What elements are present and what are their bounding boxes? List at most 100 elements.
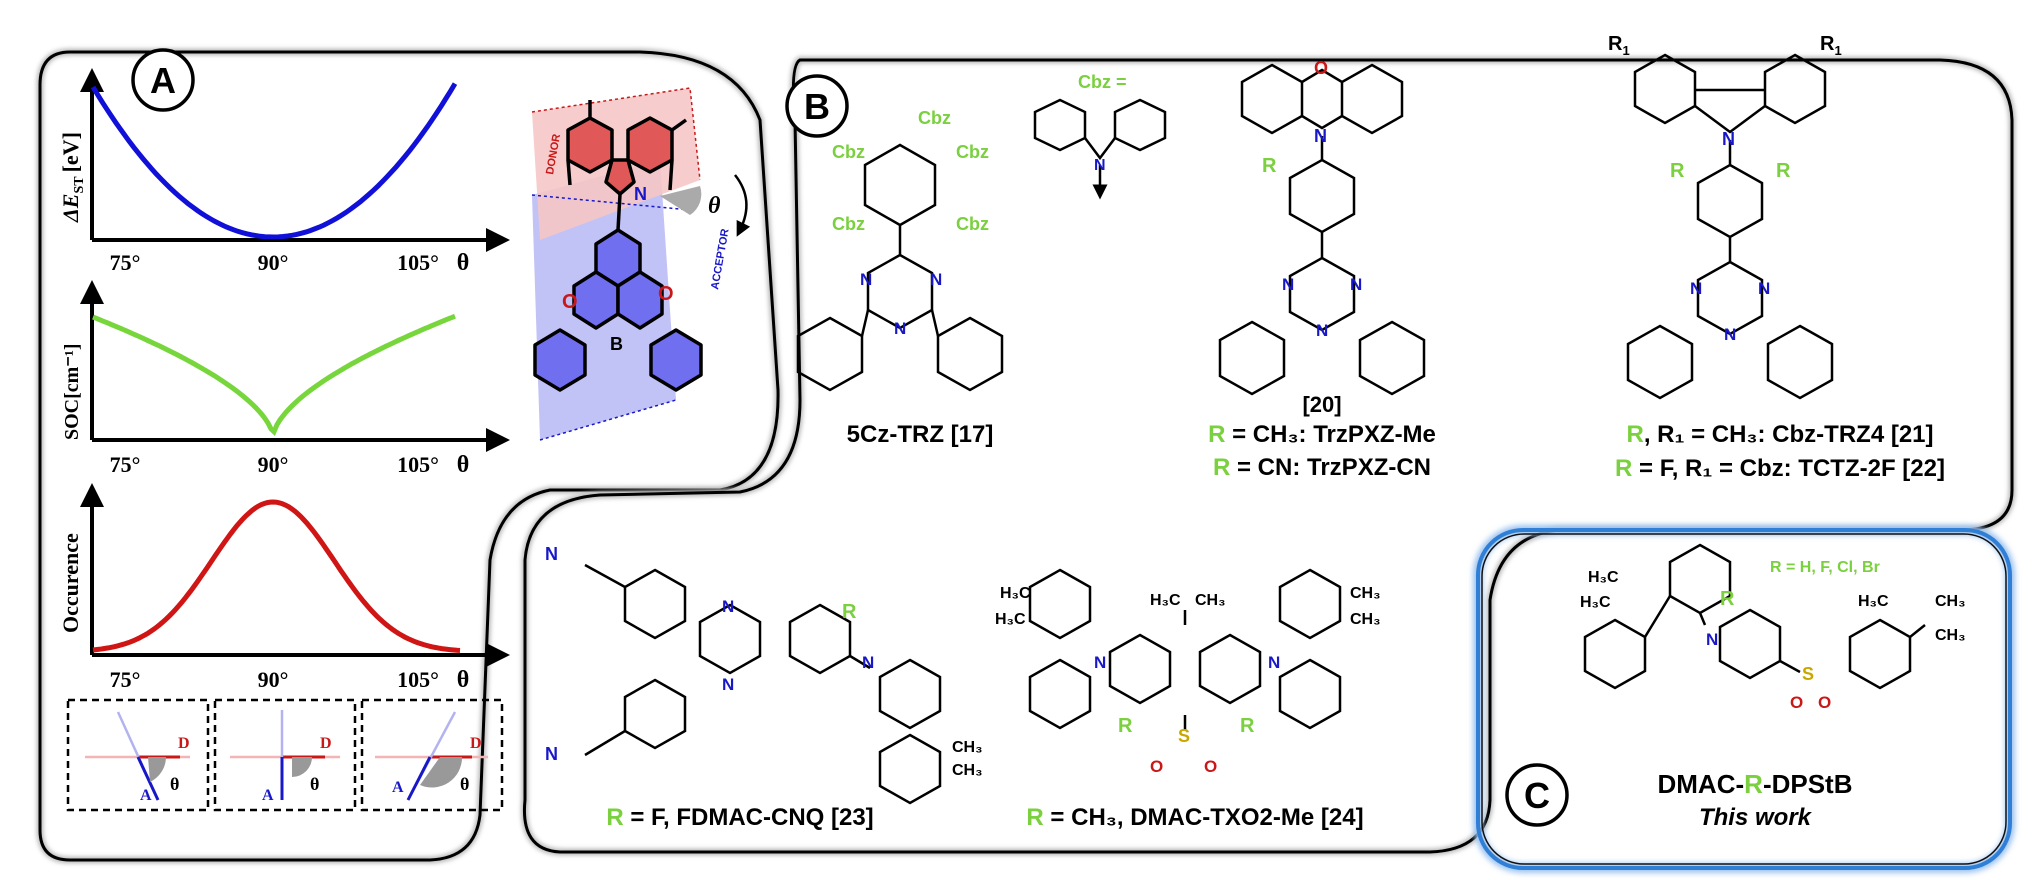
svg-text:O: O xyxy=(1314,58,1328,78)
name-dmac-r-dpstb: DMAC-R-DPStB xyxy=(1658,769,1853,799)
chart-occ: Occurence 75° 90° 105° θ xyxy=(58,483,510,693)
geometry-box-90: D A θ xyxy=(213,698,357,812)
chart-occ-tick-105: 105° xyxy=(397,667,439,692)
donor-n: N xyxy=(634,184,647,204)
r-definition: R = H, F, Cl, Br xyxy=(1770,559,1880,576)
svg-text:O: O xyxy=(1150,757,1163,776)
chart-occ-tick-90: 90° xyxy=(258,667,289,692)
svg-text:R1: R1 xyxy=(1608,33,1630,58)
svg-text:CH₃: CH₃ xyxy=(1935,593,1966,610)
badge-a: A xyxy=(150,60,176,101)
molecule-dmac-r-dpstb xyxy=(1583,543,1926,690)
badge-c-circle xyxy=(1505,763,1569,827)
svg-text:CH₃: CH₃ xyxy=(952,762,983,779)
molecule-cbz-trz xyxy=(1626,53,1834,400)
chart-dest: ΔEST[eV] 75° 90° 105° θ xyxy=(58,68,510,276)
svg-text:N: N xyxy=(1758,279,1770,298)
svg-text:Cbz: Cbz xyxy=(956,214,989,234)
molecule-fdmac-cnq xyxy=(584,563,942,805)
svg-text:N: N xyxy=(860,270,872,289)
svg-text:N: N xyxy=(1724,325,1736,344)
svg-text:N: N xyxy=(545,744,558,764)
svg-text:Cbz: Cbz xyxy=(918,108,951,128)
molecule-cbz-trz-labels: R1 R1 N R R N N N R, R₁ = CH₃: Cbz-TRZ4 … xyxy=(1608,33,1945,482)
curve-dest xyxy=(90,82,458,240)
panel-b-border xyxy=(522,58,2014,854)
svg-text:N: N xyxy=(1722,129,1735,149)
donor-acceptor-illustration: DONOR ACCEPTOR N θ O O B xyxy=(531,87,751,441)
svg-text:H₃C: H₃C xyxy=(1000,585,1031,602)
svg-text:S: S xyxy=(1802,664,1814,684)
svg-text:A: A xyxy=(262,787,274,804)
svg-text:R: R xyxy=(1720,588,1735,610)
acceptor-label: ACCEPTOR xyxy=(709,228,732,291)
name-5cz-trz: 5Cz-TRZ [17] xyxy=(847,421,994,448)
molecule-5cz-trz-labels: Cbz Cbz Cbz Cbz Cbz N N N 5Cz-TRZ [17] xyxy=(832,108,993,448)
trzpxz-line2: R = CN: TrzPXZ-CN xyxy=(1213,454,1431,481)
trzpxz-line1: R = CH₃: TrzPXZ-Me xyxy=(1208,421,1436,448)
svg-text:CH₃: CH₃ xyxy=(952,739,983,756)
chart-dest-tick-90: 90° xyxy=(258,250,289,275)
trzpxz-ref: [20] xyxy=(1302,392,1341,417)
chart-dest-tick-75: 75° xyxy=(110,250,141,275)
svg-text:R: R xyxy=(842,601,857,623)
svg-text:N: N xyxy=(1314,126,1327,146)
chart-soc-tick-75: 75° xyxy=(110,452,141,477)
name-dmac-txo2: R = CH₃, DMAC-TXO2-Me [24] xyxy=(1026,804,1363,831)
svg-text:N: N xyxy=(1690,279,1702,298)
svg-text:N: N xyxy=(930,270,942,289)
chart-dest-tick-105: 105° xyxy=(397,250,439,275)
chart-occ-tick-75: 75° xyxy=(110,667,141,692)
svg-text:N: N xyxy=(1094,157,1106,174)
svg-text:R: R xyxy=(1240,715,1255,737)
svg-text:N: N xyxy=(862,653,874,672)
badge-a-circle xyxy=(131,48,195,112)
donor-carbazole xyxy=(566,116,674,196)
molecule-5cz-trz xyxy=(796,143,1004,392)
svg-text:N: N xyxy=(1316,321,1328,340)
chart-dest-xvar: θ xyxy=(457,250,470,276)
badge-b-circle xyxy=(785,74,849,138)
svg-text:CH₃: CH₃ xyxy=(1350,585,1381,602)
svg-text:H₃C: H₃C xyxy=(1150,592,1181,609)
svg-text:θ: θ xyxy=(170,774,179,794)
molecule-dmac-txo2 xyxy=(1028,568,1342,730)
this-work-label: This work xyxy=(1699,804,1813,831)
chart-dest-ylabel: ΔEST[eV] xyxy=(58,132,87,223)
svg-text:A: A xyxy=(140,787,152,804)
svg-text:N: N xyxy=(1350,275,1362,294)
panel-a-border xyxy=(38,50,780,862)
theta-label: θ xyxy=(708,193,721,219)
cbz-trz-line2: R = F, R₁ = Cbz: TCTZ-2F [22] xyxy=(1615,455,1945,482)
chart-occ-ylabel: Occurence xyxy=(58,533,83,633)
cbz-def-label: Cbz = xyxy=(1078,72,1127,92)
svg-text:R: R xyxy=(1118,715,1133,737)
svg-text:H₃C: H₃C xyxy=(1858,593,1889,610)
chart-soc-tick-90: 90° xyxy=(258,452,289,477)
acceptor-o-right: O xyxy=(658,283,674,305)
chart-soc-ylabel: SOC[cm⁻¹] xyxy=(61,343,83,440)
svg-text:A: A xyxy=(392,779,404,796)
svg-text:D: D xyxy=(470,735,482,752)
chart-soc: SOC[cm⁻¹] 75° 90° 105° θ xyxy=(61,280,510,478)
svg-text:R1: R1 xyxy=(1820,33,1842,58)
svg-text:Cbz: Cbz xyxy=(832,214,865,234)
svg-text:Cbz: Cbz xyxy=(956,142,989,162)
chart-soc-xvar: θ xyxy=(457,452,470,478)
acceptor-o-left: O xyxy=(562,291,578,313)
svg-text:N: N xyxy=(1282,275,1294,294)
curve-occ xyxy=(92,499,461,653)
panel-c-border xyxy=(1476,528,2012,870)
chart-soc-tick-105: 105° xyxy=(397,452,439,477)
badge-c: C xyxy=(1524,775,1550,816)
svg-text:H₃C: H₃C xyxy=(1580,594,1611,611)
curve-soc xyxy=(92,313,456,436)
svg-text:N: N xyxy=(1094,653,1106,672)
svg-text:R: R xyxy=(1262,155,1277,177)
molecule-fdmac-cnq-labels: N N N N R N CH₃ CH₃ R = F, FDMAC-CNQ [23… xyxy=(545,544,983,831)
molecule-dmac-r-dpstb-labels: R = H, F, Cl, Br H₃C H₃C N R S O O H₃C C… xyxy=(1580,559,1966,831)
molecule-dmac-txo2-labels: H₃C H₃C CH₃ CH₃ H₃C CH₃ N N R R S O O R … xyxy=(995,585,1381,831)
svg-text:N: N xyxy=(722,597,734,616)
geometry-box-75: D A θ xyxy=(66,698,210,812)
name-fdmac-cnq: R = F, FDMAC-CNQ [23] xyxy=(606,804,873,831)
